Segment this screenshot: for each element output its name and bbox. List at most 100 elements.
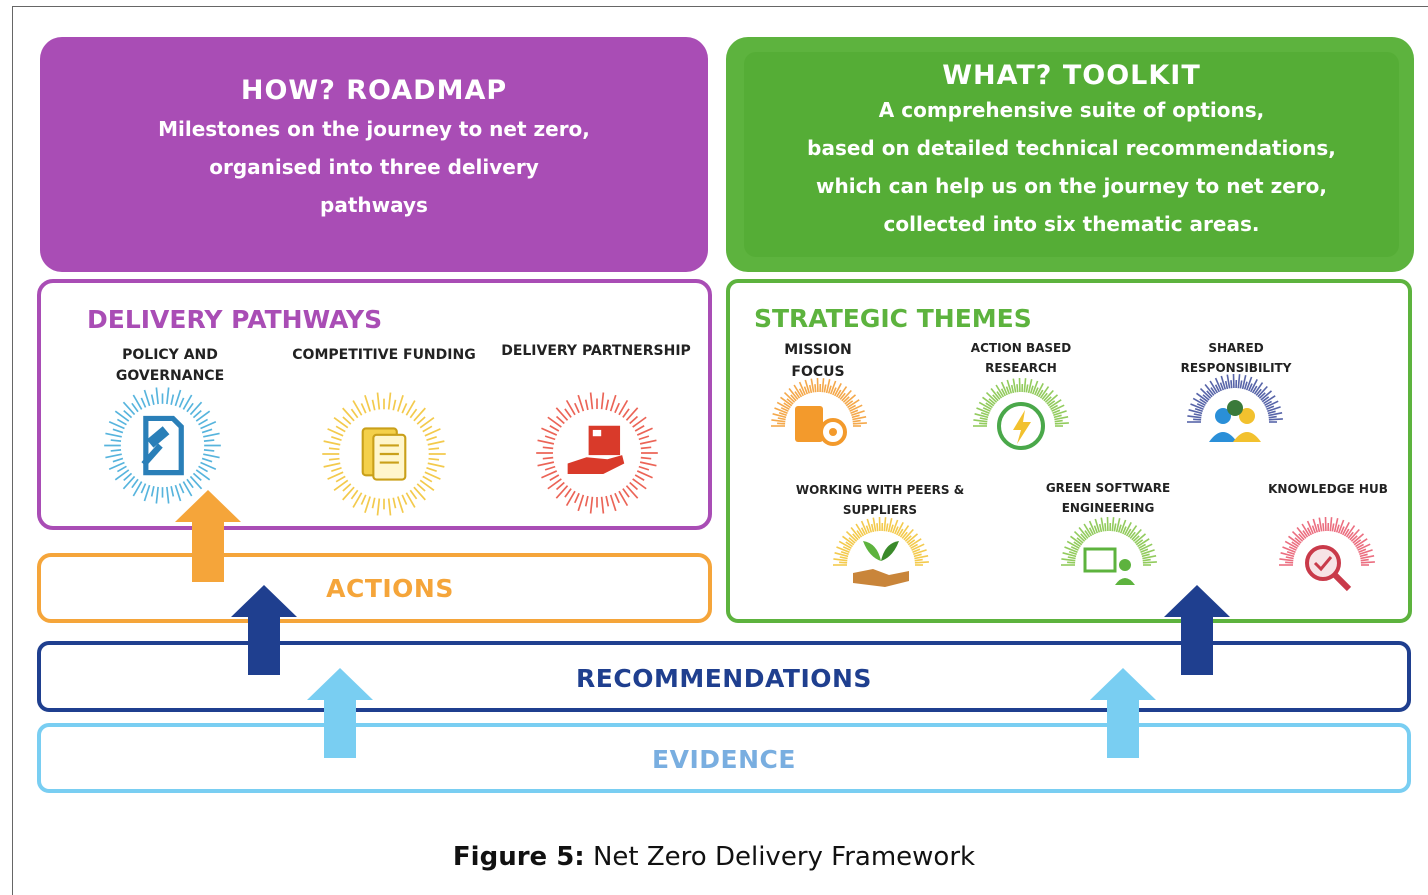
halo-ray (847, 399, 860, 409)
halo-ray (840, 551, 849, 556)
halo-ray (850, 527, 861, 539)
halo-ray (632, 478, 647, 490)
halo-ray (350, 408, 359, 419)
halo-ray (849, 404, 863, 412)
roadmap-line: Milestones on the journey to net zero, (158, 117, 590, 141)
halo-ray (894, 526, 899, 535)
funding-documents-icon (322, 392, 446, 516)
halo-ray (116, 465, 127, 473)
halo-ray (804, 379, 811, 394)
halo-ray (1111, 517, 1115, 532)
halo-ray (549, 474, 560, 481)
halo-ray (909, 538, 922, 548)
halo-ray (1070, 535, 1083, 546)
halo-ray (903, 528, 914, 541)
halo-ray (832, 387, 837, 396)
halo-ray (331, 467, 342, 472)
halo-ray (555, 485, 569, 499)
halo-ray (1187, 415, 1202, 419)
label-line: SHARED (1208, 341, 1264, 355)
halo-ray (192, 472, 202, 482)
evidence-band (37, 723, 1411, 793)
halo-ray (638, 435, 650, 441)
halo-ray (1266, 405, 1275, 410)
halo-ray (1268, 412, 1283, 417)
handshake-plant-icon (833, 516, 929, 587)
halo-ray (777, 417, 786, 421)
halo-ray (1337, 519, 1345, 534)
halo-ray (1098, 523, 1103, 533)
halo-ray (904, 535, 912, 542)
halo-ray (771, 419, 786, 423)
halo-ray (1255, 388, 1262, 396)
halo-ray (422, 425, 433, 433)
halo-ray (1248, 383, 1253, 392)
halo-ray (1039, 386, 1050, 399)
halo-ray (1331, 523, 1335, 532)
halo-ray (1049, 399, 1062, 409)
theme-label-knowledge: KNOWLEDGE HUB (1258, 479, 1398, 499)
halo-ray (1360, 561, 1375, 564)
halo-ray (1267, 410, 1276, 415)
halo-ray (1192, 397, 1206, 406)
halo-ray (810, 378, 815, 393)
halo-ray (123, 472, 133, 482)
label-line: POLICY AND (122, 347, 218, 363)
halo-ray (335, 425, 346, 433)
halo-ray (794, 391, 801, 399)
halo-ray (798, 381, 806, 396)
halo-ray (1214, 384, 1221, 393)
halo-ray (428, 447, 440, 451)
halo-ray (852, 422, 867, 425)
halo-ray (174, 484, 182, 502)
halo-ray (839, 561, 848, 564)
halo-ray (1005, 386, 1011, 395)
halo-ray (609, 494, 617, 512)
halo-ray (1204, 384, 1215, 396)
halo-ray (772, 413, 787, 419)
halo-ray (1333, 518, 1339, 533)
halo-ray (1306, 527, 1313, 536)
halo-ray (1286, 551, 1295, 556)
halo-ray (825, 379, 831, 394)
label-line: ACTION BASED (970, 341, 1072, 355)
orange-up-arrow (175, 490, 241, 582)
halo-ray (632, 416, 647, 428)
halo-ray (333, 479, 349, 491)
halo-ray (201, 457, 213, 463)
strategic-themes-title: STRATEGIC THEMES (754, 304, 1032, 333)
halo-ray (842, 535, 855, 546)
halo-ray (1322, 523, 1325, 532)
halo-ray (200, 420, 217, 430)
halo-ray (409, 408, 418, 419)
halo-ray (1047, 400, 1056, 407)
halo-ray (912, 548, 921, 553)
halo-ray (1335, 524, 1340, 533)
halo-ray (856, 530, 863, 538)
halo-ray (1067, 556, 1076, 560)
lightblue-up-arrow-left (307, 668, 373, 758)
toolkit-inner: WHAT? TOOLKIT A comprehensive suite of o… (744, 52, 1399, 257)
halo-ray (544, 435, 556, 441)
page-frame (12, 6, 1428, 895)
halo-ray (108, 420, 125, 430)
halo-ray (328, 447, 340, 451)
halo-ray (1031, 380, 1039, 395)
halo-ray (1119, 519, 1127, 534)
halo-ray (364, 496, 371, 514)
halo-ray (1141, 553, 1150, 558)
halo-ray (537, 439, 555, 445)
halo-ray (419, 479, 435, 491)
label-line: ENGINEERING (1061, 501, 1155, 515)
halo-ray (401, 494, 408, 505)
halo-ray (1044, 396, 1052, 403)
halo-ray (192, 409, 202, 419)
halo-ray (131, 402, 139, 413)
halo-ray (110, 449, 122, 452)
halo-ray (614, 492, 620, 504)
halo-ray (640, 446, 652, 450)
halo-ray (426, 467, 437, 472)
halo-ray (203, 453, 220, 459)
halo-ray (913, 553, 922, 558)
halo-ray (1296, 527, 1307, 539)
